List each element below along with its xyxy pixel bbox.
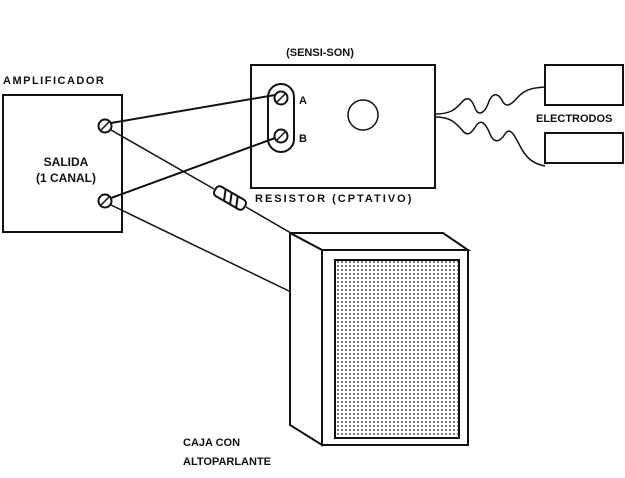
- wire-amp-to-a: [110, 94, 276, 124]
- electrode-2: [544, 132, 624, 164]
- electrode-1: [544, 64, 624, 106]
- resistor-label: RESISTOR (CPTATIVO): [255, 193, 413, 205]
- electrode-wire-1: [434, 86, 546, 115]
- speaker-label-line1: CAJA CON: [183, 437, 240, 449]
- output-terminal-1: [97, 118, 113, 134]
- output-terminal-2: [97, 193, 113, 209]
- terminal-b-label: B: [299, 133, 307, 145]
- amplifier: AMPLIFICADOR SALIDA (1 CANAL): [2, 75, 123, 233]
- speaker-cabinet: [289, 231, 472, 447]
- electrodes: ELECTRODOS: [434, 64, 624, 167]
- wire-resistor-to-speaker: [245, 206, 297, 237]
- terminal-b: [273, 128, 289, 144]
- wire-amp-to-resistor: [110, 129, 215, 190]
- amplifier-label: AMPLIFICADOR: [3, 75, 105, 87]
- knob: [347, 99, 379, 131]
- channel-label: (1 CANAL): [36, 171, 96, 185]
- cabinet-side: [289, 231, 323, 447]
- speaker-label-line2: ALTOPARLANTE: [183, 456, 271, 468]
- device-label: (SENSI-SON): [286, 47, 354, 59]
- terminal-a: [273, 90, 289, 106]
- amplifier-box: [2, 94, 123, 233]
- wire-amp-to-b: [110, 137, 276, 199]
- terminal-a-label: A: [299, 95, 307, 107]
- electrodes-label: ELECTRODOS: [536, 113, 612, 125]
- wire-amp-to-speaker: [110, 204, 292, 293]
- terminal-bridge: [267, 83, 295, 153]
- resistor: [212, 185, 248, 211]
- sensi-son-box: [250, 64, 436, 189]
- electrode-wire-2: [434, 116, 546, 167]
- output-label: SALIDA: [44, 155, 89, 169]
- speaker-grille: [334, 259, 460, 439]
- sensi-son-device: (SENSI-SON) A B: [250, 47, 436, 189]
